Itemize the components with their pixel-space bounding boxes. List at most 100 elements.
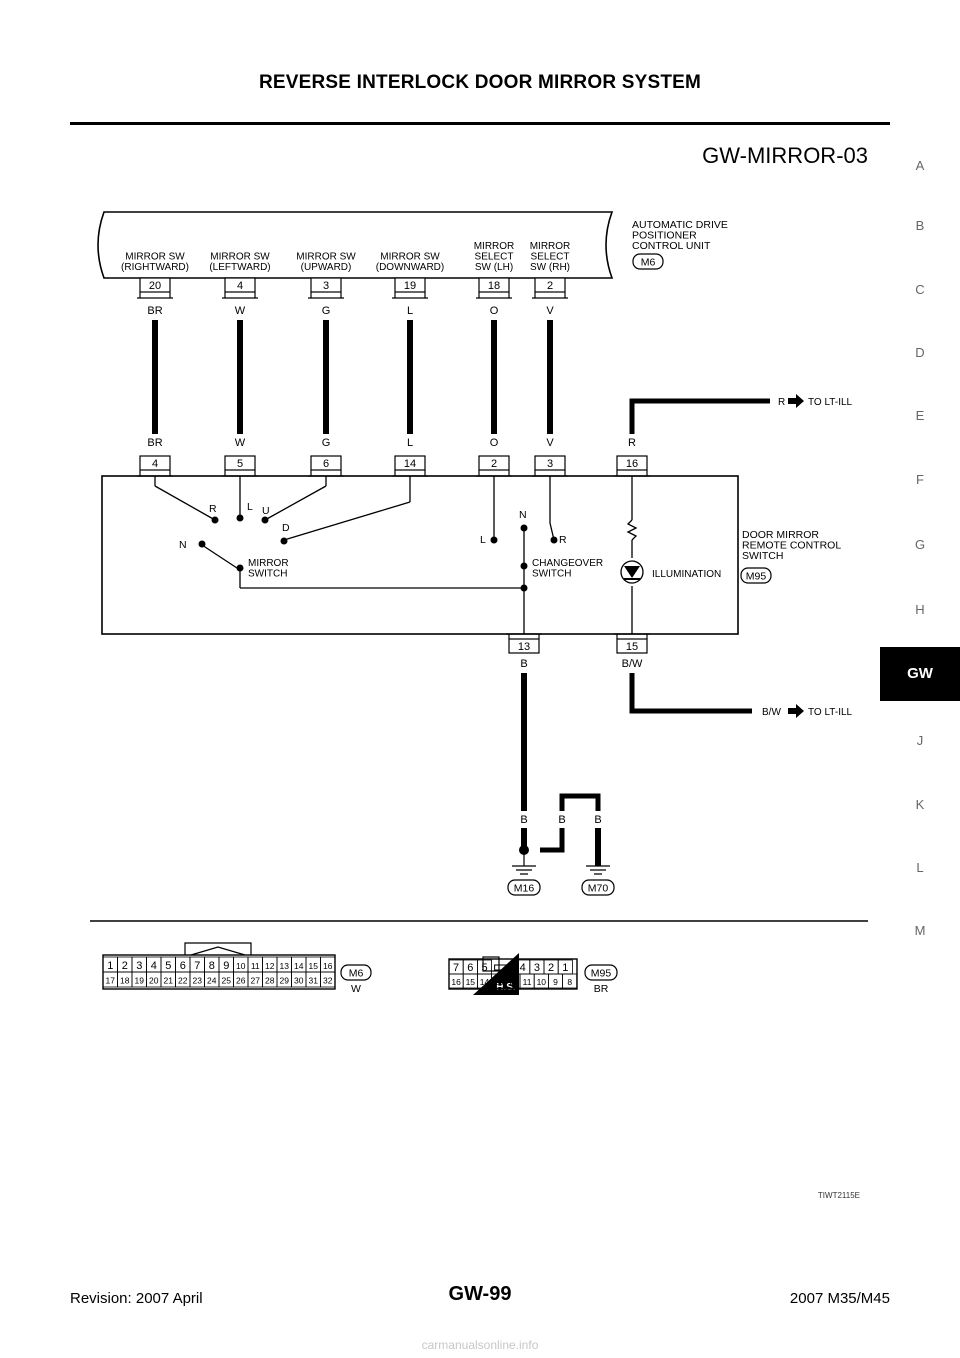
figure-code: TIWT2115E — [817, 1191, 860, 1200]
svg-text:6: 6 — [467, 962, 473, 974]
changeover-pos-r: R — [559, 534, 567, 546]
svg-text:4: 4 — [151, 960, 157, 972]
section-index-f[interactable]: F — [916, 472, 924, 487]
terminal-label: MIRROR — [474, 241, 515, 252]
remote-pin-2: 2 — [476, 455, 512, 477]
svg-text:10: 10 — [236, 961, 246, 971]
section-index-d[interactable]: D — [915, 345, 925, 360]
remote-pin-15: 15 — [614, 633, 650, 654]
svg-text:6: 6 — [180, 960, 186, 972]
svg-text:2: 2 — [122, 960, 128, 972]
wire-color-top: L — [407, 305, 413, 317]
page-title: REVERSE INTERLOCK DOOR MIRROR SYSTEM — [258, 72, 702, 93]
mirror-pos-n: N — [179, 539, 187, 551]
terminal-label: SELECT — [531, 252, 570, 263]
changeover-contacts — [490, 524, 558, 592]
mirror-switch — [154, 476, 524, 589]
svg-text:10: 10 — [537, 977, 547, 987]
wire-color-bottom: L — [407, 437, 413, 449]
footer-page-number: GW-99 — [448, 1283, 512, 1305]
wire-color-top: V — [546, 305, 554, 317]
svg-text:12: 12 — [265, 961, 275, 971]
section-index-c[interactable]: C — [915, 282, 925, 297]
wire-color-top: O — [490, 305, 499, 317]
section-index-m[interactable]: M — [914, 923, 926, 938]
svg-text:SWITCH: SWITCH — [248, 569, 287, 580]
section-index-k[interactable]: K — [915, 797, 925, 812]
control-unit-pin-20: 20 — [137, 277, 173, 299]
svg-text:2: 2 — [548, 962, 554, 974]
control-unit-box — [97, 211, 614, 279]
svg-text:B: B — [520, 814, 527, 826]
section-index-h[interactable]: H — [915, 602, 925, 617]
svg-text:22: 22 — [178, 976, 188, 986]
svg-text:16: 16 — [451, 977, 461, 987]
terminal-label: MIRROR SW — [296, 252, 356, 263]
svg-text:7: 7 — [453, 962, 459, 974]
wire-color-bottom: G — [322, 437, 331, 449]
remote-pin-6: 6 — [308, 455, 344, 477]
remote-pin-5: 5 — [222, 455, 258, 477]
svg-text:8: 8 — [567, 977, 572, 987]
svg-text:5: 5 — [165, 960, 171, 972]
terminal-label: (RIGHTWARD) — [121, 262, 189, 273]
section-index-a[interactable]: A — [915, 158, 925, 173]
svg-text:2: 2 — [491, 458, 497, 470]
control-unit-terminal-labels: MIRROR SW(RIGHTWARD)MIRROR SW(LEFTWARD)M… — [121, 241, 570, 273]
wire-color-top: G — [322, 305, 331, 317]
remote-pin-14: 14 — [392, 455, 428, 477]
svg-text:R: R — [778, 397, 785, 408]
svg-text:17: 17 — [106, 976, 116, 986]
section-index-e[interactable]: E — [915, 408, 925, 423]
remote-switch-bottom-pins: 13 15 — [506, 633, 650, 654]
svg-text:9: 9 — [553, 977, 558, 987]
terminal-label: SW (RH) — [530, 262, 570, 273]
mirror-pos-r: R — [209, 503, 217, 515]
svg-text:W: W — [351, 983, 361, 995]
svg-text:15: 15 — [626, 641, 638, 653]
mirror-pos-d: D — [282, 522, 290, 534]
section-index-b[interactable]: B — [915, 218, 925, 233]
svg-text:M95: M95 — [746, 571, 767, 583]
svg-text:11: 11 — [523, 977, 532, 987]
svg-text:5: 5 — [481, 962, 487, 974]
terminal-label: (LEFTWARD) — [209, 262, 270, 273]
control-unit-pin-19: 19 — [392, 277, 428, 299]
section-index-l[interactable]: L — [916, 860, 924, 875]
remote-pin-13: 13 — [506, 633, 542, 654]
svg-text:8: 8 — [209, 960, 215, 972]
svg-text:5: 5 — [237, 458, 243, 470]
svg-text:15: 15 — [466, 977, 476, 987]
led-icon — [624, 566, 640, 580]
wire-color-bottom: V — [546, 437, 554, 449]
control-unit-pin-2: 2 — [532, 277, 568, 299]
terminal-label: MIRROR SW — [210, 252, 270, 263]
control-unit-pin-4: 4 — [222, 277, 258, 299]
svg-text:7: 7 — [194, 960, 200, 972]
svg-text:3: 3 — [136, 960, 142, 972]
footer-model: 2007 M35/M45 — [789, 1290, 890, 1307]
svg-text:3: 3 — [534, 962, 540, 974]
section-index-gw[interactable]: GW — [880, 647, 960, 701]
wire-color-bottom: BR — [147, 437, 162, 449]
changeover-pos-n: N — [519, 509, 527, 521]
svg-text:16: 16 — [323, 961, 333, 971]
svg-text:BR: BR — [594, 983, 609, 995]
terminal-label: MIRROR SW — [380, 252, 440, 263]
section-index-g[interactable]: G — [914, 537, 926, 552]
section-index-j[interactable]: J — [916, 733, 924, 748]
svg-text:SWITCH: SWITCH — [532, 569, 571, 580]
remote-pin-4: 4 — [137, 455, 173, 477]
svg-text:31: 31 — [309, 976, 319, 986]
